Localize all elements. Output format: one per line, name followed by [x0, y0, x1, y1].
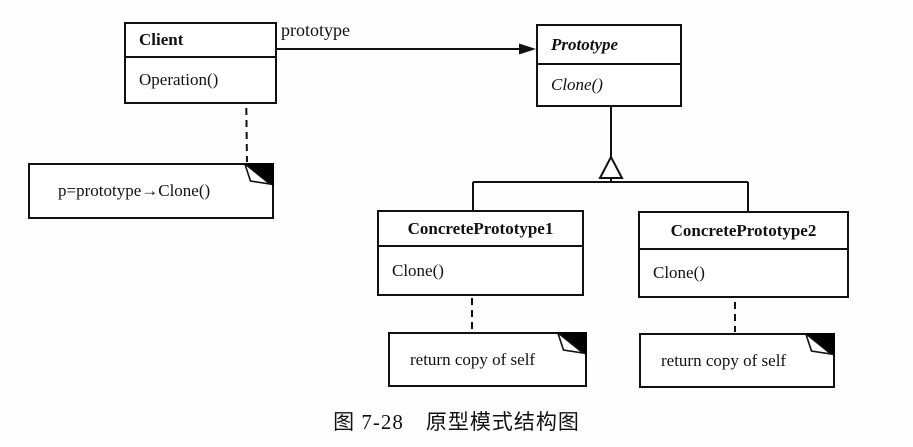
- association-label: prototype: [281, 20, 350, 40]
- association-arrowhead-icon: [519, 43, 536, 55]
- class-title-concrete-prototype1: ConcretePrototype1: [379, 212, 582, 247]
- note-concrete-prototype2-text: return copy of self: [661, 350, 787, 370]
- class-title-prototype: Prototype: [538, 26, 680, 65]
- note-concrete-prototype1: return copy of self: [388, 332, 587, 387]
- class-box-client: Client Operation(): [124, 22, 277, 104]
- class-method-concrete-prototype2: Clone(): [653, 263, 705, 282]
- class-method-prototype: Clone(): [551, 75, 603, 94]
- class-title-client: Client: [126, 24, 275, 58]
- figure-caption: 图 7-28 原型模式结构图: [333, 410, 580, 434]
- note-client-text: p=prototype→Clone(): [58, 181, 211, 200]
- note-fold-icon: [805, 333, 835, 357]
- class-title-concrete-prototype2: ConcretePrototype2: [640, 213, 847, 250]
- note-client: p=prototype→Clone(): [28, 163, 274, 219]
- class-box-concrete-prototype2: ConcretePrototype2 Clone(): [638, 211, 849, 298]
- class-box-concrete-prototype1: ConcretePrototype1 Clone(): [377, 210, 584, 296]
- note-concrete-prototype1-text: return copy of self: [410, 349, 536, 369]
- note-fold-icon: [244, 163, 274, 187]
- class-box-prototype: Prototype Clone(): [536, 24, 682, 107]
- class-method-client: Operation(): [139, 70, 219, 89]
- note-concrete-prototype2: return copy of self: [639, 333, 835, 388]
- class-method-concrete-prototype1: Clone(): [392, 260, 444, 280]
- note-fold-icon: [557, 332, 587, 356]
- generalization-triangle-icon: [598, 154, 624, 179]
